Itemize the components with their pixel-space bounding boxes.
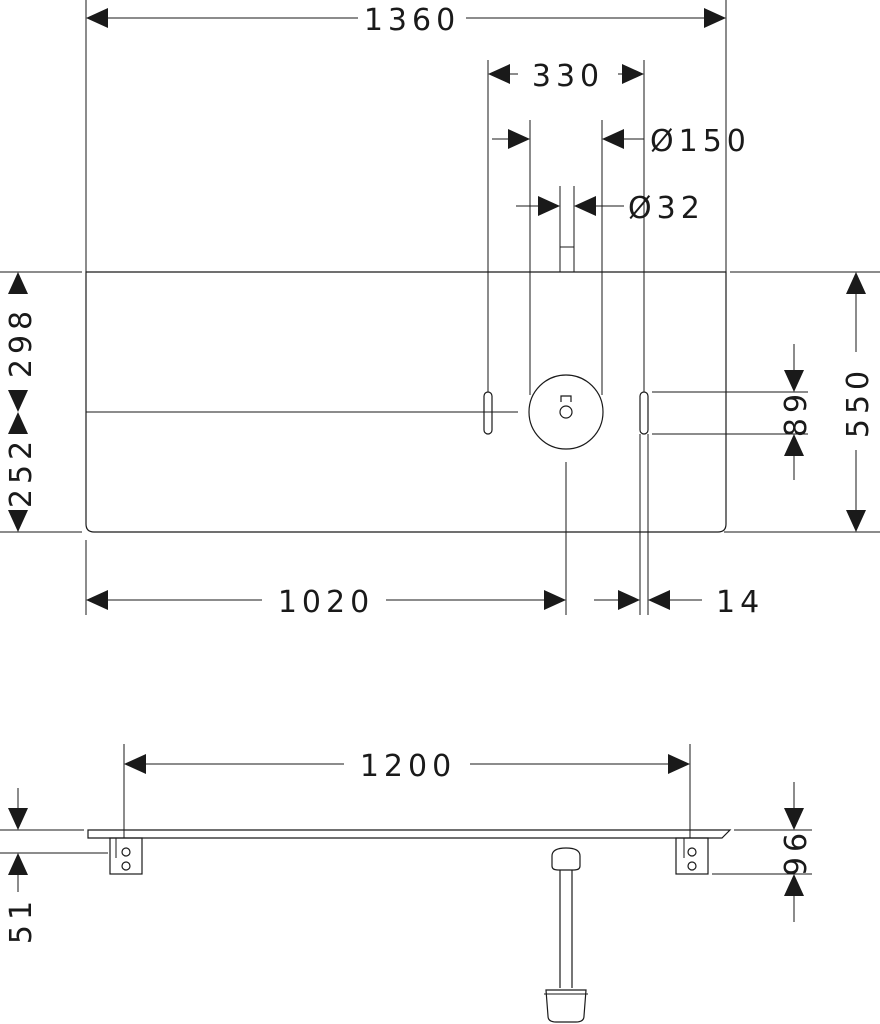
arrow (8, 412, 28, 434)
bracket-hole (121, 847, 131, 857)
dim-slab-height: 51 (4, 896, 39, 944)
waste-trap (544, 847, 588, 1023)
arrow (668, 754, 690, 774)
arrow (488, 64, 510, 84)
arrow (602, 129, 624, 149)
drain-tab (560, 395, 572, 402)
arrow (846, 510, 866, 532)
bracket-hole (687, 861, 697, 871)
arrow (8, 272, 28, 294)
dim-depth-back: 298 (4, 306, 39, 378)
overflow-slot-left (483, 391, 493, 435)
side-view: 1200 51 96 (0, 744, 814, 1023)
bracket-hole (121, 861, 131, 871)
arrow (704, 8, 726, 28)
arrow (618, 590, 640, 610)
bracket-body (675, 837, 709, 875)
arrow (86, 590, 108, 610)
arrow (538, 196, 560, 216)
arrow (508, 129, 530, 149)
drain-plug (559, 405, 573, 419)
arrow (124, 754, 146, 774)
basin-slab-profile (87, 829, 732, 839)
arrow (8, 510, 28, 532)
arrow (784, 370, 804, 392)
dim-bracket-spacing: 1200 (360, 749, 456, 784)
wall-bracket-left (109, 837, 143, 875)
dim-slot-offset: 14 (716, 585, 764, 620)
arrow (622, 64, 644, 84)
dim-bowl-diameter: Ø150 (650, 124, 751, 159)
dim-drain-offset: 1020 (278, 585, 374, 620)
bracket-hole (687, 847, 697, 857)
arrow (86, 8, 108, 28)
arrow (8, 390, 28, 412)
arrow (784, 808, 804, 830)
arrow (648, 590, 670, 610)
bracket-body (109, 837, 143, 875)
trap-head (551, 847, 581, 871)
arrow (784, 874, 804, 896)
dim-depth-front: 252 (4, 436, 39, 508)
arrow (574, 196, 596, 216)
arrow (544, 590, 566, 610)
trap-cup (545, 989, 587, 1023)
arrow (8, 853, 28, 875)
arrow (846, 272, 866, 294)
dim-tap-diameter: Ø32 (628, 191, 705, 226)
drain-bowl (528, 374, 604, 450)
arrow (8, 808, 28, 830)
dim-overall-depth: 550 (841, 366, 876, 438)
basin-outline (85, 271, 727, 533)
dim-bracket-height: 96 (779, 828, 814, 876)
top-view: 1360 330 Ø150 Ø32 298 252 550 (0, 0, 880, 620)
dim-slot-length: 89 (779, 389, 814, 437)
wall-bracket-right (675, 837, 709, 875)
arrow (784, 434, 804, 456)
dim-overall-width: 1360 (364, 3, 460, 38)
dim-tap-spacing: 330 (532, 59, 604, 94)
overflow-slot-right (639, 391, 649, 435)
